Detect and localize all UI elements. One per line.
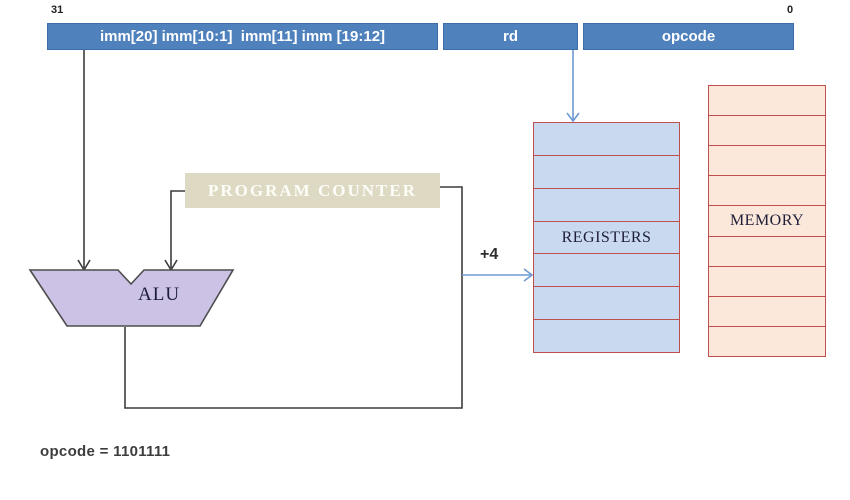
field-immediate: imm[20] imm[10:1] imm[11] imm [19:12] xyxy=(47,23,438,50)
register-row xyxy=(534,156,679,189)
register-row xyxy=(534,320,679,352)
bit-index-31: 31 xyxy=(51,4,64,16)
memory-row xyxy=(709,86,825,117)
memory-block xyxy=(708,85,826,357)
memory-row xyxy=(709,146,825,177)
register-row xyxy=(534,254,679,288)
memory-row xyxy=(709,297,825,327)
alu-block xyxy=(28,269,235,327)
memory-row xyxy=(709,267,825,297)
memory-row xyxy=(709,176,825,207)
registers-label: REGISTERS xyxy=(561,229,652,246)
plus4-arrowhead-icon xyxy=(523,268,534,282)
alu-feedback-wire xyxy=(124,186,463,409)
memory-row xyxy=(709,116,825,147)
program-counter-box: PROGRAM COUNTER xyxy=(185,173,440,208)
register-row xyxy=(534,123,679,156)
field-opcode: opcode xyxy=(583,23,794,50)
registers-block xyxy=(533,122,680,353)
bit-index-0: 0 xyxy=(787,4,794,16)
memory-label: MEMORY xyxy=(729,212,805,229)
alu-label: ALU xyxy=(138,284,181,305)
register-row xyxy=(534,287,679,321)
memory-row xyxy=(709,237,825,267)
memory-row xyxy=(709,206,825,237)
opcode-value-text: opcode = 1101111 xyxy=(40,443,171,460)
register-row xyxy=(534,189,679,222)
register-row xyxy=(534,222,679,255)
plus4-label: +4 xyxy=(480,246,499,263)
instruction-format-bar: imm[20] imm[10:1] imm[11] imm [19:12] rd… xyxy=(47,23,794,50)
memory-row xyxy=(709,327,825,356)
rd-arrowhead-icon xyxy=(566,112,580,123)
pc-to-alu-wire xyxy=(170,190,185,268)
field-rd: rd xyxy=(443,23,578,50)
